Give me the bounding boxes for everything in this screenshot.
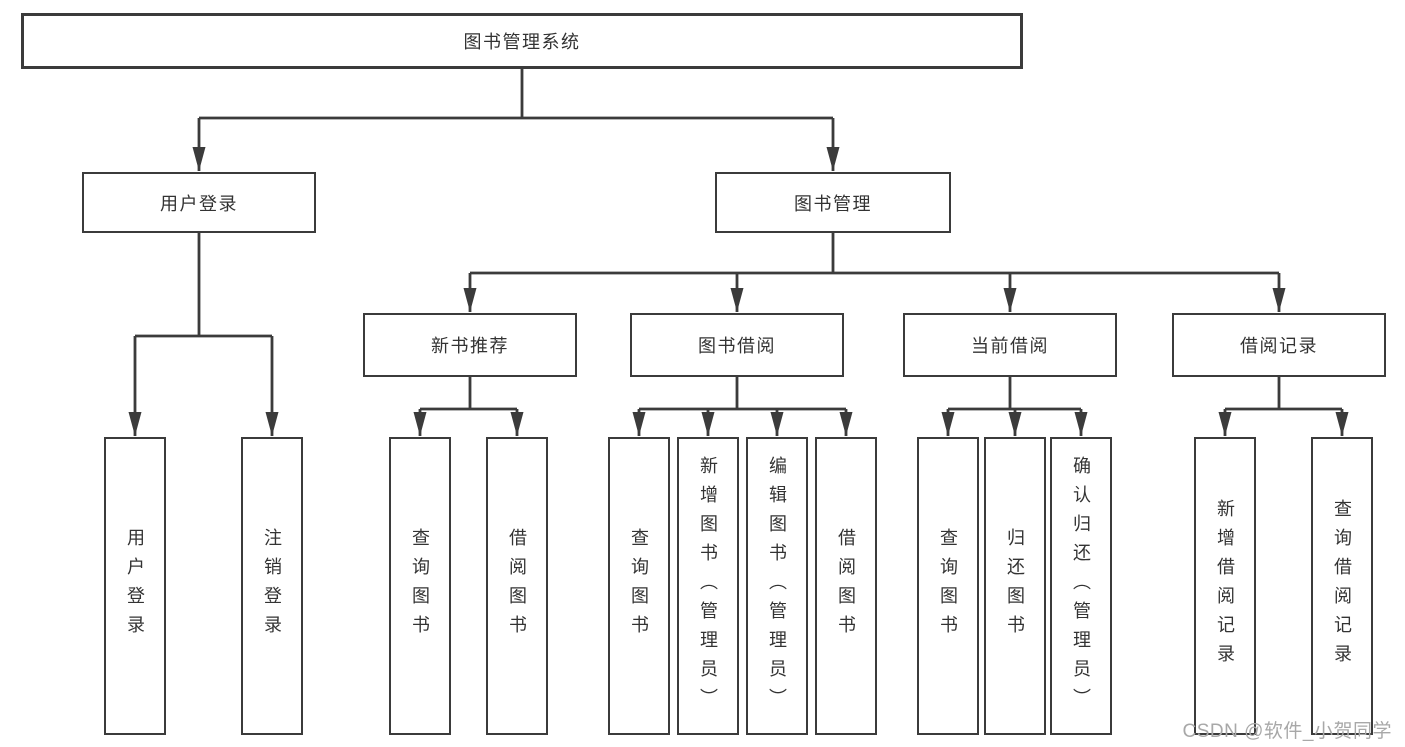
leaf-confirm-return-admin: 确认归还（管理员） [1050,437,1112,735]
csdn-watermark: CSDN @软件_小贺同学 [1182,721,1392,742]
leaf-edit-book-admin: 编辑图书（管理员） [746,437,808,735]
node-book-borrowing: 图书借阅 [630,313,844,377]
leaf-add-borrow-record: 新增借阅记录 [1194,437,1256,735]
leaf-query-borrow-record: 查询借阅记录 [1311,437,1373,735]
leaf-current-query-books: 查询图书 [917,437,979,735]
leaf-add-book-admin: 新增图书（管理员） [677,437,739,735]
leaf-borrowing-query-books: 查询图书 [608,437,670,735]
connector-arrows [128,118,1349,436]
leaf-borrow-books: 借阅图书 [815,437,877,735]
node-new-book-recommend: 新书推荐 [363,313,577,377]
leaf-logout-login: 注销登录 [241,437,303,735]
node-user-login: 用户登录 [82,172,316,233]
node-library-management-system: 图书管理系统 [21,13,1023,69]
connector-rails [135,69,1342,411]
node-current-borrowing: 当前借阅 [903,313,1117,377]
leaf-recommend-borrow-books: 借阅图书 [486,437,548,735]
leaf-recommend-query-books: 查询图书 [389,437,451,735]
node-book-management: 图书管理 [715,172,951,233]
leaf-return-books: 归还图书 [984,437,1046,735]
node-borrowing-records: 借阅记录 [1172,313,1386,377]
leaf-user-login: 用户登录 [104,437,166,735]
